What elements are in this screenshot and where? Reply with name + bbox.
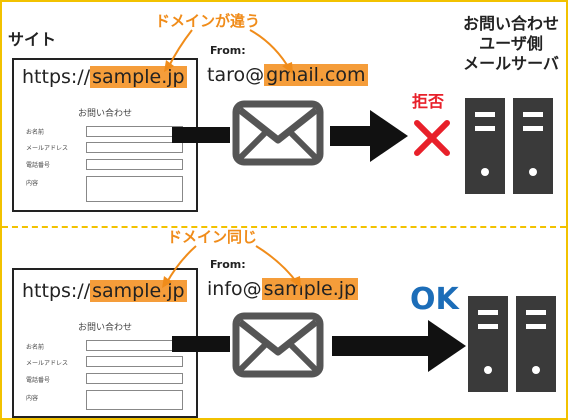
server-title-line-2: ユーザ側	[479, 34, 543, 53]
server-title-line-3: メールサーバ	[463, 54, 559, 73]
ok-label: OK	[410, 282, 459, 317]
url-domain-highlight: sample.jp	[90, 66, 187, 88]
form-to-mail-connector-top	[172, 127, 230, 143]
field-label-email: メールアドレス	[26, 145, 69, 152]
pointer-arrowhead	[162, 276, 172, 288]
contact-form-top: https://sample.jp お問い合わせ お名前 メールアドレス 電話番…	[12, 58, 198, 212]
form-title: お問い合わせ	[77, 323, 132, 333]
arrow-right-icon	[332, 320, 466, 372]
section-divider	[2, 226, 566, 228]
phone-field[interactable]	[86, 373, 183, 384]
phone-field[interactable]	[86, 159, 183, 170]
domain-same-note: ドメイン同じ	[167, 228, 258, 246]
site-label: サイト	[8, 30, 57, 49]
url-prefix: https://	[22, 66, 91, 88]
pointer-arrow	[167, 29, 193, 69]
sender-address-bottom: info@sample.jp	[207, 278, 359, 300]
server-title-line-1: お問い合わせ	[462, 14, 559, 33]
from-label-bottom: From:	[210, 258, 246, 271]
site-url-top: https://sample.jp	[22, 66, 187, 88]
email-local: taro@	[207, 64, 265, 86]
field-label-name: お名前	[26, 344, 45, 351]
message-field[interactable]	[86, 390, 183, 410]
url-prefix: https://	[22, 280, 91, 302]
pointer-arrow	[249, 29, 291, 71]
email-domain-highlight: sample.jp	[261, 278, 359, 300]
mail-icon	[232, 100, 324, 166]
email-local: info@	[207, 278, 262, 300]
mail-server-icon	[465, 98, 553, 194]
field-label-name: お名前	[26, 129, 45, 136]
field-label-message: 内容	[26, 180, 39, 187]
mail-server-icon	[468, 296, 556, 392]
message-field[interactable]	[86, 176, 183, 202]
field-label-phone: 電話番号	[26, 377, 51, 384]
field-label-message: 内容	[26, 395, 39, 402]
form-to-mail-connector-bottom	[172, 336, 230, 352]
pointer-arrow	[165, 245, 197, 285]
form-title: お問い合わせ	[77, 109, 132, 119]
domain-differs-note: ドメインが違う	[155, 12, 261, 30]
server-title: お問い合わせ ユーザ側 メールサーバ	[436, 14, 568, 74]
pointer-arrow	[255, 245, 299, 285]
email-field[interactable]	[86, 142, 183, 153]
arrow-right-icon	[330, 110, 408, 162]
from-label-top: From:	[210, 44, 246, 57]
pointer-arrowhead	[290, 276, 301, 288]
email-field[interactable]	[86, 356, 183, 367]
mail-icon	[232, 312, 324, 378]
cross-icon	[414, 120, 450, 156]
pointer-arrowhead	[282, 62, 293, 74]
reject-label: 拒否	[412, 92, 445, 111]
field-label-phone: 電話番号	[26, 162, 51, 169]
field-label-email: メールアドレス	[26, 360, 69, 367]
pointer-arrowhead	[164, 60, 174, 72]
